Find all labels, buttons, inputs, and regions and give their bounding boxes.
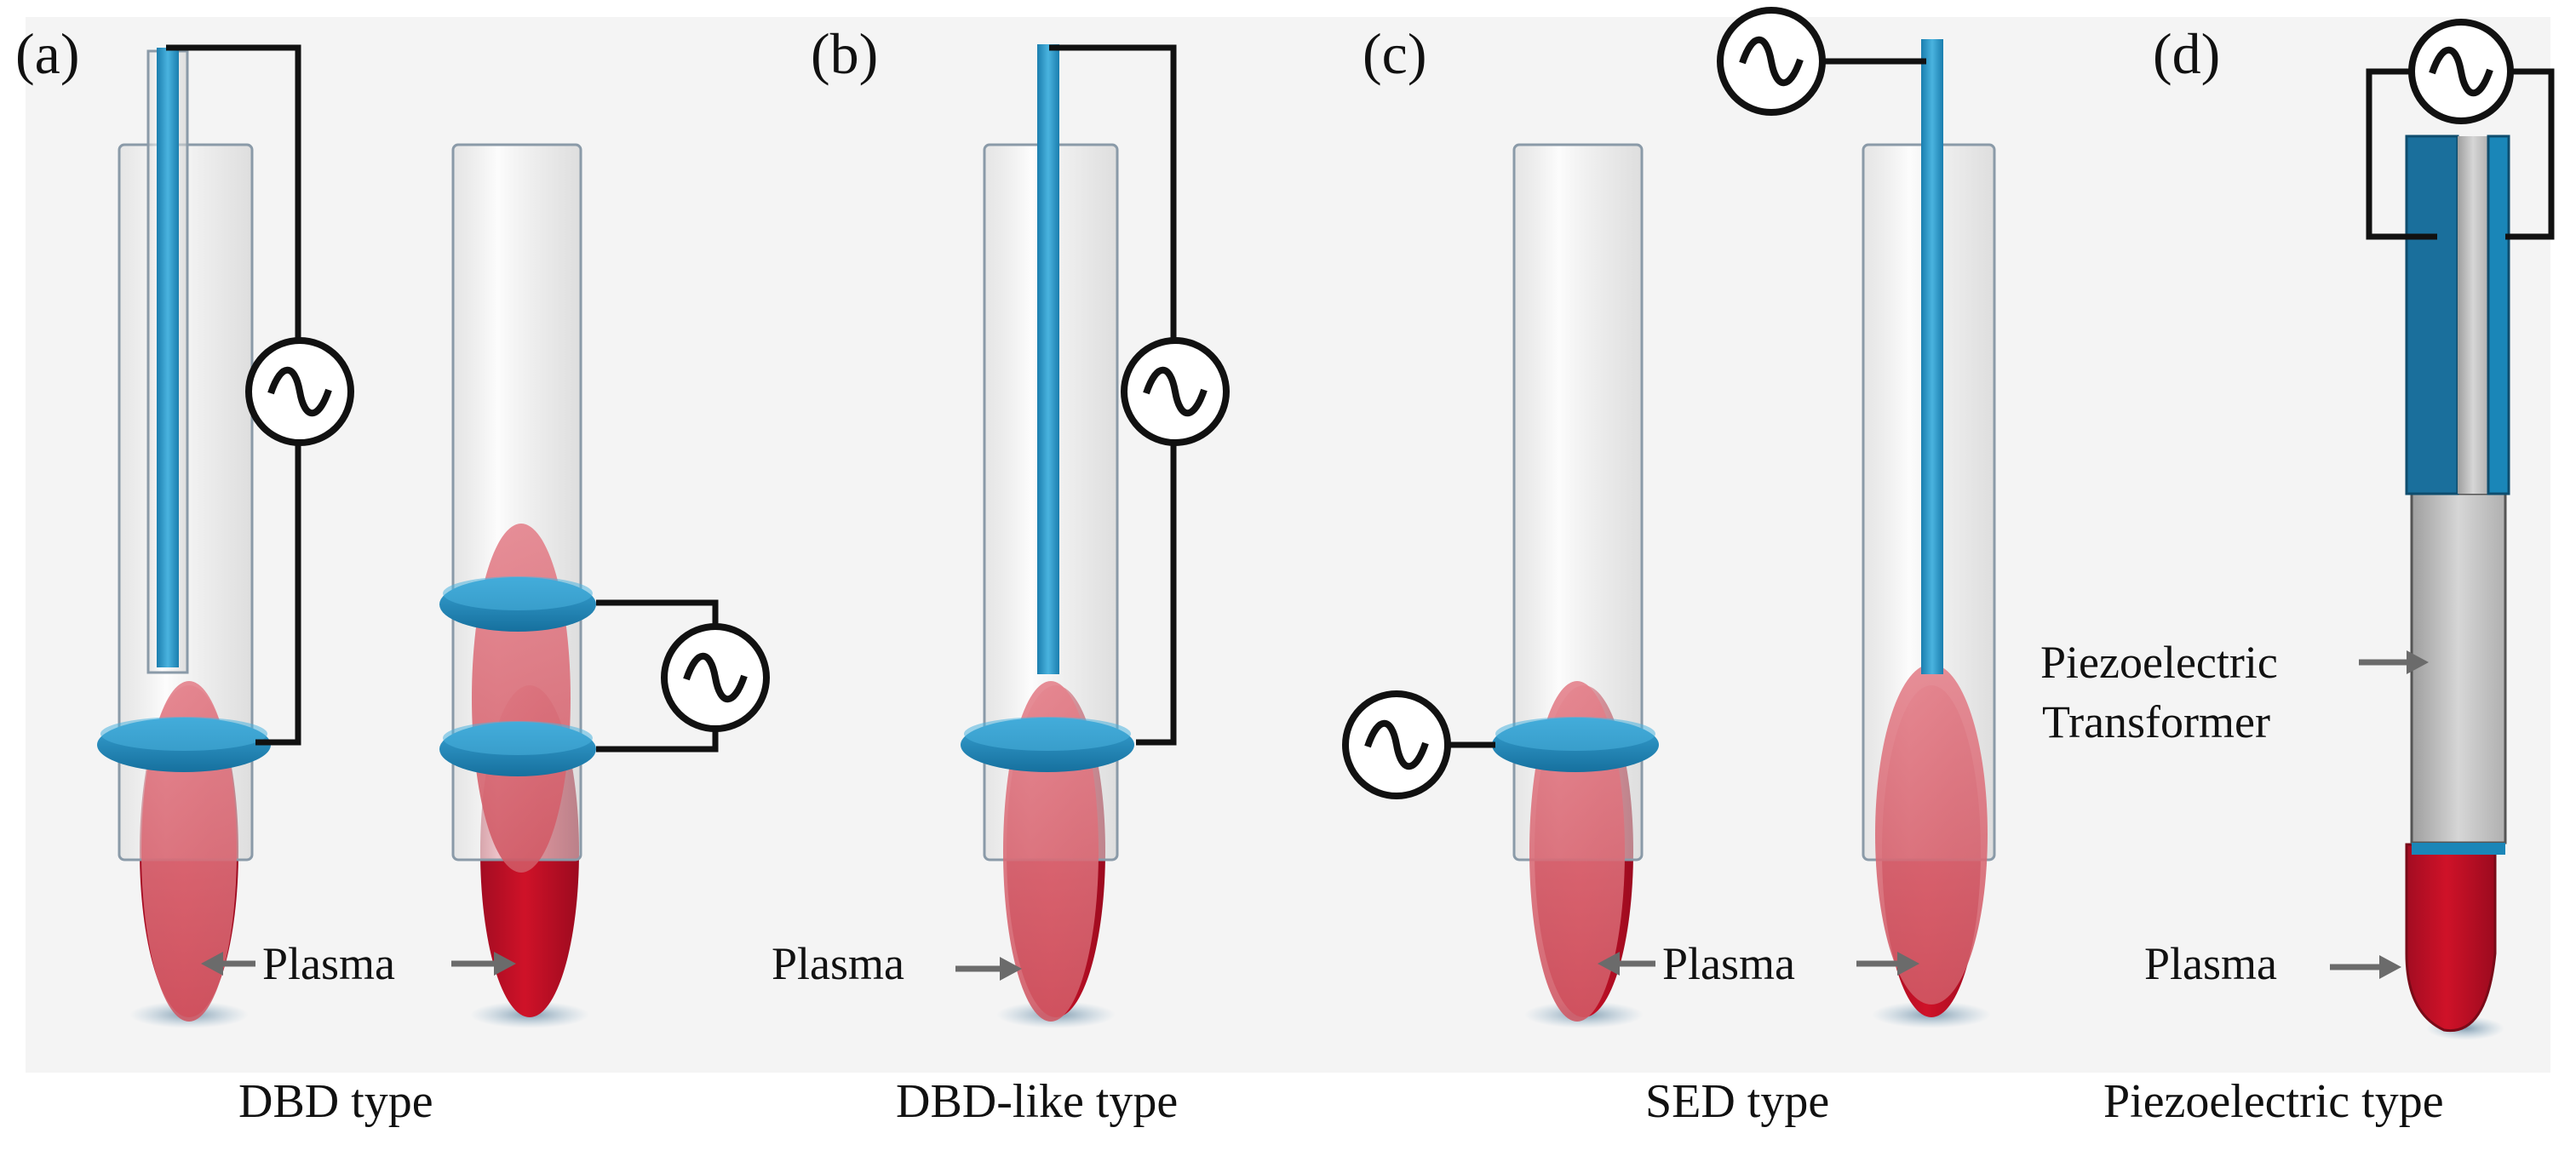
ac-source-icon xyxy=(1121,337,1230,446)
ring-electrode-top xyxy=(100,717,267,751)
ac-source-icon xyxy=(1342,690,1451,799)
ac-source-icon xyxy=(661,623,770,732)
wire-b-lower xyxy=(1136,443,1177,746)
dbd-jet-right xyxy=(439,143,596,1028)
inner-electrode-rod xyxy=(1037,44,1059,674)
sed-jet-right xyxy=(1862,39,1996,1028)
sed-jet-left xyxy=(1492,143,1659,1028)
panel-c-label: (c) xyxy=(1363,21,1426,86)
figure-background xyxy=(26,17,2550,1073)
dbd-jet-left xyxy=(97,48,271,1028)
ring-electrode-upper-top xyxy=(443,576,593,610)
electrode-right xyxy=(2487,135,2510,495)
ac-source-icon xyxy=(2408,19,2514,124)
piezoelectric-device xyxy=(2405,135,2510,1040)
transformer-body xyxy=(2410,492,2507,844)
piezo-label-line1: Piezoelectric xyxy=(2040,637,2278,688)
piezo-label-line2: Transformer xyxy=(2042,696,2270,747)
panel-c: (c) xyxy=(1342,7,1996,1128)
ring-electrode-top xyxy=(1495,717,1655,751)
panel-c-caption: SED type xyxy=(1645,1075,1829,1128)
arrow-icon xyxy=(955,957,1022,981)
panel-a-caption: DBD type xyxy=(238,1075,433,1128)
wire-a2 xyxy=(596,599,719,632)
arrow-icon xyxy=(1598,952,1655,976)
arrow-icon xyxy=(1856,952,1919,976)
panel-b-caption: DBD-like type xyxy=(896,1075,1178,1128)
panel-b: (b) Plasma DBD-like type xyxy=(772,21,1230,1128)
panel-b-label: (b) xyxy=(811,21,878,86)
arrow-icon xyxy=(201,952,255,976)
arrow-icon xyxy=(451,952,516,976)
plasma-tip xyxy=(2405,843,2497,1033)
ac-source-icon xyxy=(245,337,354,446)
electrode-left xyxy=(2405,135,2459,495)
panel-a: (a) xyxy=(15,21,770,1128)
wire-a1-lower xyxy=(255,443,301,746)
wire-b xyxy=(1049,44,1177,341)
plasma-label-d: Plasma xyxy=(2144,938,2277,989)
plasma-inside-tube xyxy=(1875,664,1988,1005)
dbd-like-jet xyxy=(961,44,1134,1028)
arrow-icon xyxy=(2359,650,2429,674)
ring-electrode-lower-top xyxy=(443,721,593,755)
plasma-label-a: Plasma xyxy=(262,938,395,989)
inner-electrode-rod xyxy=(1921,39,1943,674)
plasma-label-b: Plasma xyxy=(772,938,904,989)
ac-source-icon xyxy=(1717,7,1826,116)
ring-electrode-top xyxy=(964,717,1131,751)
wire-a1 xyxy=(166,44,301,341)
plasma-label-c: Plasma xyxy=(1662,938,1795,989)
transformer-tip-electrode xyxy=(2412,843,2505,855)
panel-a-label: (a) xyxy=(15,21,79,86)
panel-d: (d) Piezoelectric Transformer Plasma xyxy=(2040,19,2555,1128)
plasma-inside-tube xyxy=(472,524,571,873)
arrow-icon xyxy=(2330,955,2401,979)
inner-electrode-rod xyxy=(157,48,179,667)
panel-d-caption: Piezoelectric type xyxy=(2103,1075,2444,1128)
panel-d-label: (d) xyxy=(2153,21,2220,86)
wire-d-left xyxy=(2366,68,2437,240)
wire-d-right xyxy=(2505,68,2555,240)
electrode-center xyxy=(2458,136,2488,494)
